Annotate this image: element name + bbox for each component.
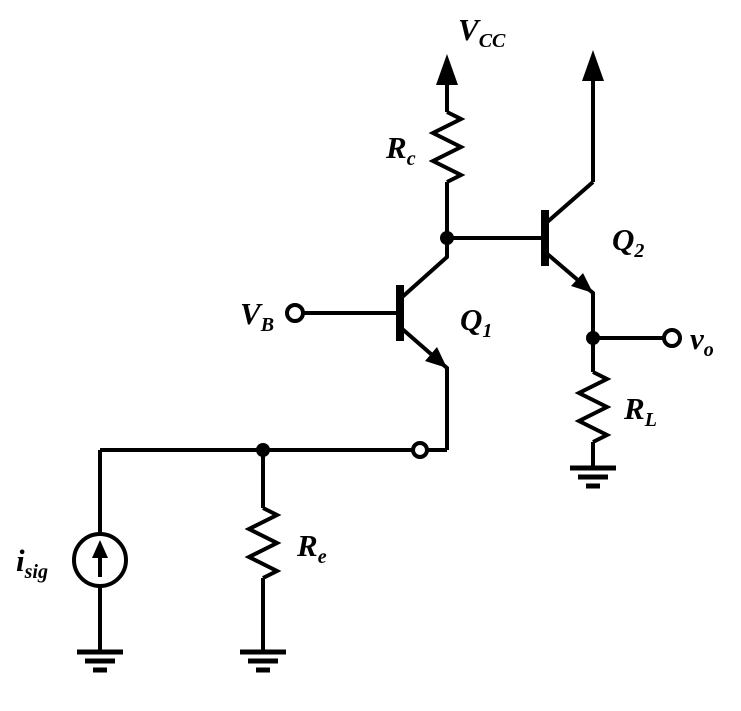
vb-terminal-circle [285,303,305,323]
current-source-isig [72,450,128,652]
resistor-re [244,450,282,652]
emitter-bus-wire [100,441,447,459]
transistor-q2 [447,180,595,338]
resistor-rc [428,110,466,238]
ground-symbol-re [240,649,286,673]
up-arrow-icon [582,50,604,81]
inline-terminal-circle [411,441,429,459]
vcc-supply-arrow-right [582,50,604,182]
output-terminal [593,328,682,348]
vcc-supply-arrow-left [436,54,458,112]
resistor-rl [574,338,612,468]
ground-symbol-isig [77,649,123,673]
label-vb: VB [240,296,274,336]
transistor-q1 [285,238,449,450]
up-arrow-icon [436,54,458,85]
emitter-arrow-icon [571,273,593,293]
ground-symbol-rl [570,465,616,489]
label-q1: Q1 [460,302,492,342]
label-re: Re [296,528,327,568]
label-rl: RL [623,391,657,431]
label-rc: Rc [385,130,416,170]
label-vcc: VCC [458,12,506,52]
emitter-arrow-icon [425,347,447,368]
label-isig: isig [16,543,48,583]
vo-terminal-circle [662,328,682,348]
label-vo: vo [690,321,714,361]
label-q2: Q2 [612,222,644,262]
current-arrow-icon [92,540,108,558]
